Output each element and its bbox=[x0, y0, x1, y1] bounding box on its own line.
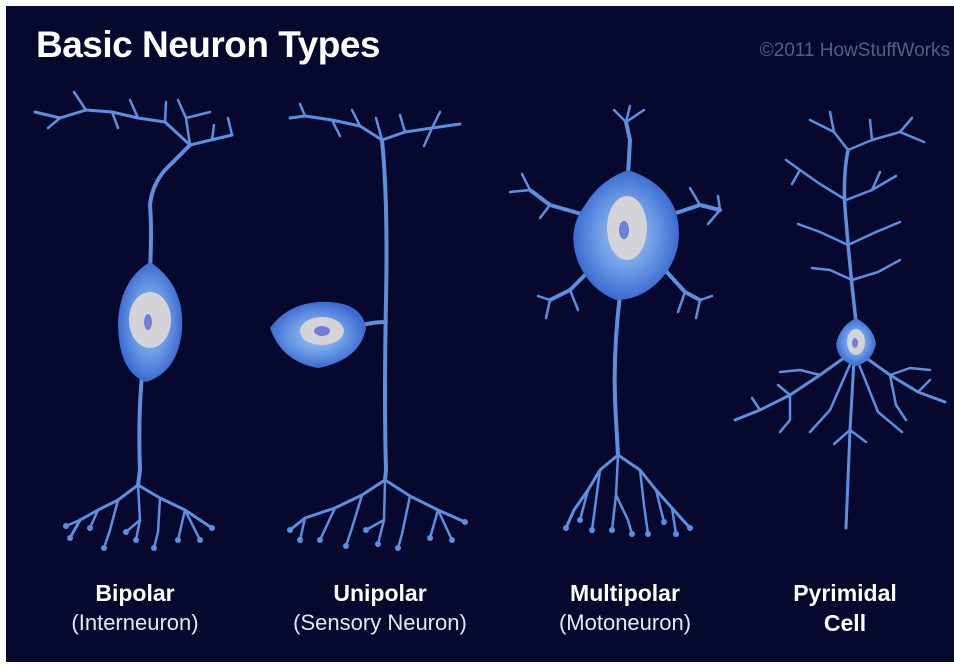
bipolar-label: Bipolar (Interneuron) bbox=[40, 578, 230, 638]
bipolar-name: Bipolar bbox=[40, 578, 230, 608]
unipolar-name: Unipolar bbox=[252, 578, 508, 608]
multipolar-label: Multipolar (Motoneuron) bbox=[520, 578, 730, 638]
pyrimidal-name: Pyrimidal bbox=[770, 578, 920, 608]
bipolar-subtitle: (Interneuron) bbox=[40, 608, 230, 638]
unipolar-subtitle: (Sensory Neuron) bbox=[252, 608, 508, 638]
multipolar-neuron bbox=[510, 106, 720, 534]
unipolar-label: Unipolar (Sensory Neuron) bbox=[252, 578, 508, 638]
multipolar-subtitle: (Motoneuron) bbox=[520, 608, 730, 638]
pyramidal-neuron bbox=[735, 112, 945, 528]
neuron-somas bbox=[118, 170, 876, 382]
multipolar-name: Multipolar bbox=[520, 578, 730, 608]
pyrimidal-label: Pyrimidal Cell bbox=[770, 578, 920, 638]
pyrimidal-subtitle: Cell bbox=[770, 608, 920, 638]
